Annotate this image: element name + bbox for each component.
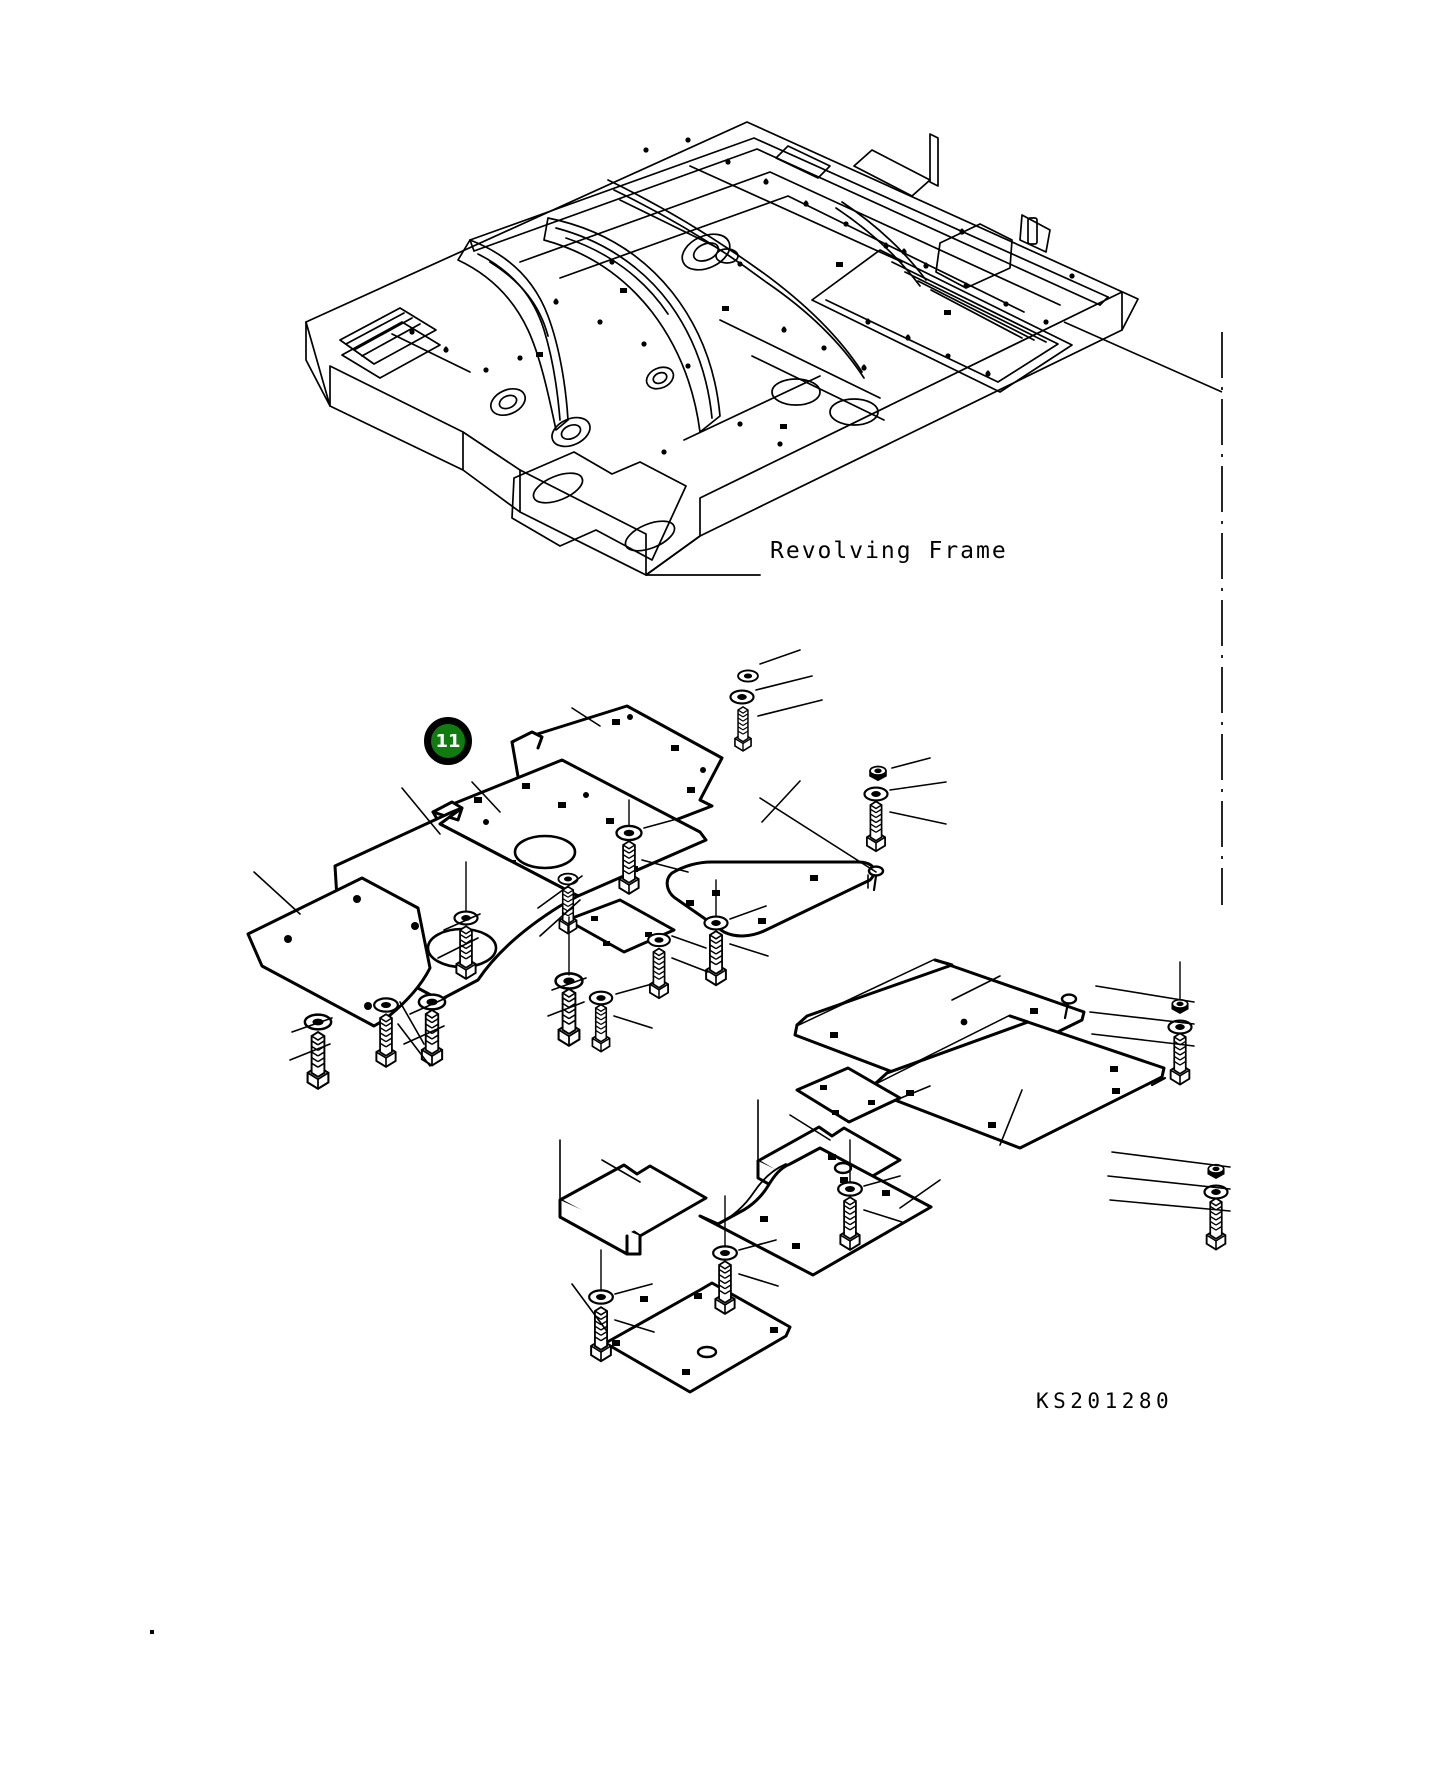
callout-number: 11 <box>435 730 461 752</box>
washer-icon <box>588 990 614 1006</box>
bolt-icon <box>375 1013 397 1068</box>
washer-icon <box>588 1289 614 1305</box>
cover-plate-j-slab-lower <box>558 1163 708 1256</box>
cover-plate-d-left <box>246 876 432 1028</box>
washer-icon <box>712 1245 738 1261</box>
fastener-group <box>303 669 1229 1363</box>
bolt-icon <box>591 1003 611 1053</box>
washer-icon <box>557 872 579 886</box>
washer-icon <box>303 1013 333 1031</box>
washer-icon <box>453 910 479 926</box>
washer-icon <box>863 786 889 802</box>
washer-icon <box>837 1181 863 1197</box>
cover-plate-g-long-upper <box>793 958 1086 1092</box>
bolt-icon <box>839 1196 861 1251</box>
registration-mark <box>150 1630 154 1634</box>
exploded-plate-assembly <box>246 704 1167 1394</box>
leader-lines <box>253 649 1231 1333</box>
cover-plate-f-rounded <box>665 860 876 938</box>
washer-icon <box>703 915 729 931</box>
bolt-icon <box>714 1260 736 1315</box>
bolt-icon <box>590 1306 612 1363</box>
washer-icon <box>615 824 643 842</box>
nut-icon <box>869 765 887 782</box>
bolt-icon <box>618 840 640 895</box>
washer-icon <box>647 932 671 948</box>
bolt-icon <box>306 1030 330 1090</box>
frame-to-assembly-datum-line <box>1063 321 1223 905</box>
revolving-frame-caption: Revolving Frame <box>770 538 1008 564</box>
cover-plate-m-bottom <box>598 1281 792 1394</box>
cover-plate-k-wavy <box>698 1146 933 1277</box>
washer-icon <box>729 689 755 705</box>
callout-badge-11[interactable]: 11 <box>424 717 472 765</box>
bolt-icon <box>705 930 727 987</box>
washer-icon <box>737 669 759 683</box>
nut-icon <box>1171 998 1189 1014</box>
washer-icon <box>417 993 447 1011</box>
bolt-icon <box>1205 1197 1227 1251</box>
bolt-icon <box>557 987 581 1047</box>
bolt-icon <box>1169 1032 1191 1086</box>
sheet-code-label: KS201280 <box>1036 1389 1174 1413</box>
revolving-frame-drawing <box>305 121 1139 576</box>
bolt-icon <box>455 925 477 980</box>
bolt-icon <box>648 947 670 1000</box>
bolt-icon <box>734 706 752 752</box>
bolt-icon <box>420 1009 444 1067</box>
washer-icon <box>373 997 399 1013</box>
bolt-icon <box>865 800 887 853</box>
